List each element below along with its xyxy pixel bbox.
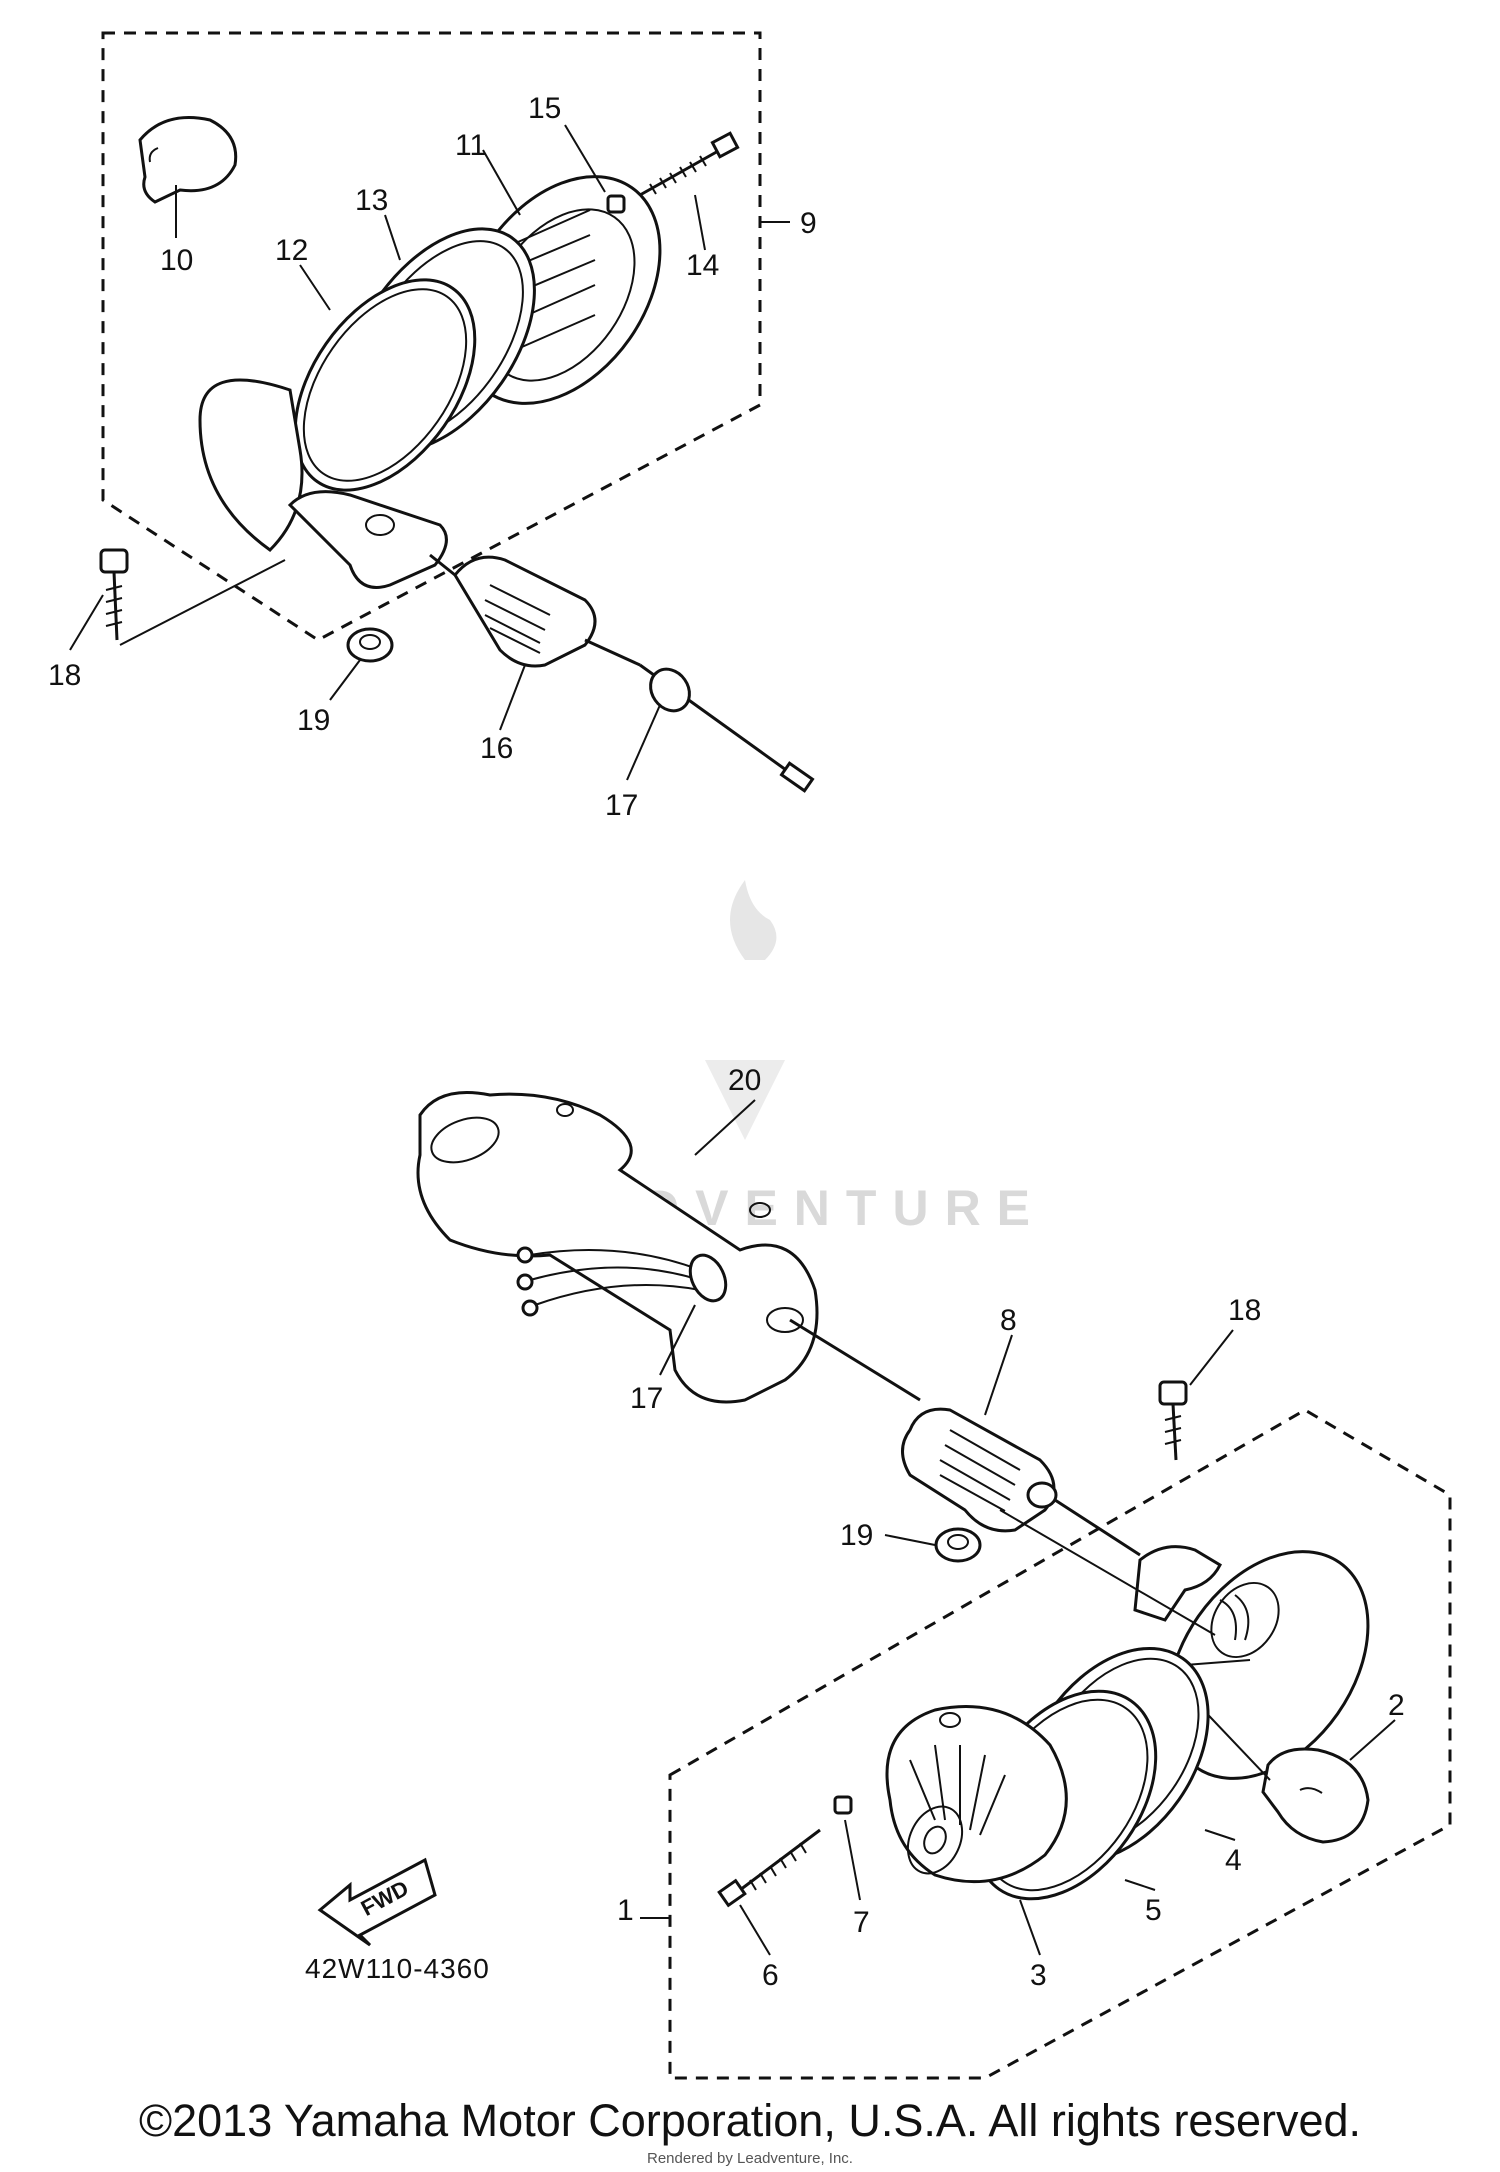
housing-lower (999, 1509, 1370, 1780)
part-number: 42W110-4360 (305, 1953, 490, 1984)
callout-17-upper: 17 (605, 789, 638, 822)
nut-15 (564, 124, 626, 214)
lower-assembly (416, 1091, 1452, 2080)
bracket-20 (416, 1091, 819, 1404)
cable-17-upper (429, 553, 815, 793)
nut-7 (833, 1795, 861, 1901)
callout-11: 11 (455, 129, 486, 162)
bolt-18-upper (69, 548, 286, 651)
stay-16 (453, 555, 641, 731)
callout-16: 16 (480, 732, 513, 765)
screw-6 (717, 1828, 821, 1956)
gasket-12 (293, 264, 477, 492)
lens-3 (885, 1705, 1068, 1956)
callout-17-lower: 17 (630, 1382, 663, 1415)
render-credit: Rendered by Leadventure, Inc. (647, 2150, 853, 2167)
callout-4: 4 (1225, 1844, 1242, 1877)
callout-19-lower: 19 (840, 1519, 873, 1552)
grommet-19-upper (329, 627, 394, 701)
callout-labels: 1 2 3 4 5 6 7 8 9 10 11 12 13 14 15 16 1… (48, 92, 1405, 1992)
callout-18-lower: 18 (1228, 1294, 1261, 1327)
callout-7: 7 (853, 1906, 870, 1939)
bulb-10 (138, 116, 238, 238)
lens-upper (198, 378, 304, 552)
callout-5: 5 (1145, 1894, 1162, 1927)
bolt-18-lower (1158, 1329, 1234, 1461)
callout-1: 1 (617, 1894, 634, 1927)
forward-arrow-icon: FWD (317, 1857, 437, 1947)
callout-20: 20 (728, 1064, 761, 1097)
upper-assembly (69, 31, 815, 793)
upper-mount-bracket (287, 490, 448, 589)
callout-12: 12 (275, 234, 308, 267)
screw-14 (639, 131, 740, 251)
copyright-notice: ©2013 Yamaha Motor Corporation, U.S.A. A… (138, 2095, 1362, 2146)
callout-2: 2 (1388, 1689, 1405, 1722)
wiring-17-lower (516, 1246, 921, 1402)
callout-18-upper: 18 (48, 659, 81, 692)
callout-13: 13 (355, 184, 388, 217)
callout-8: 8 (1000, 1304, 1017, 1337)
stay-8 (901, 1334, 1141, 1557)
callout-15: 15 (528, 92, 561, 125)
grommet-19-lower (884, 1527, 982, 1563)
callout-10: 10 (160, 244, 193, 277)
callout-6: 6 (762, 1959, 779, 1992)
callout-14: 14 (686, 249, 719, 282)
upper-assembly-outline (101, 31, 762, 642)
callout-19-upper: 19 (297, 704, 330, 737)
callout-9: 9 (800, 207, 817, 240)
callout-3: 3 (1030, 1959, 1047, 1992)
